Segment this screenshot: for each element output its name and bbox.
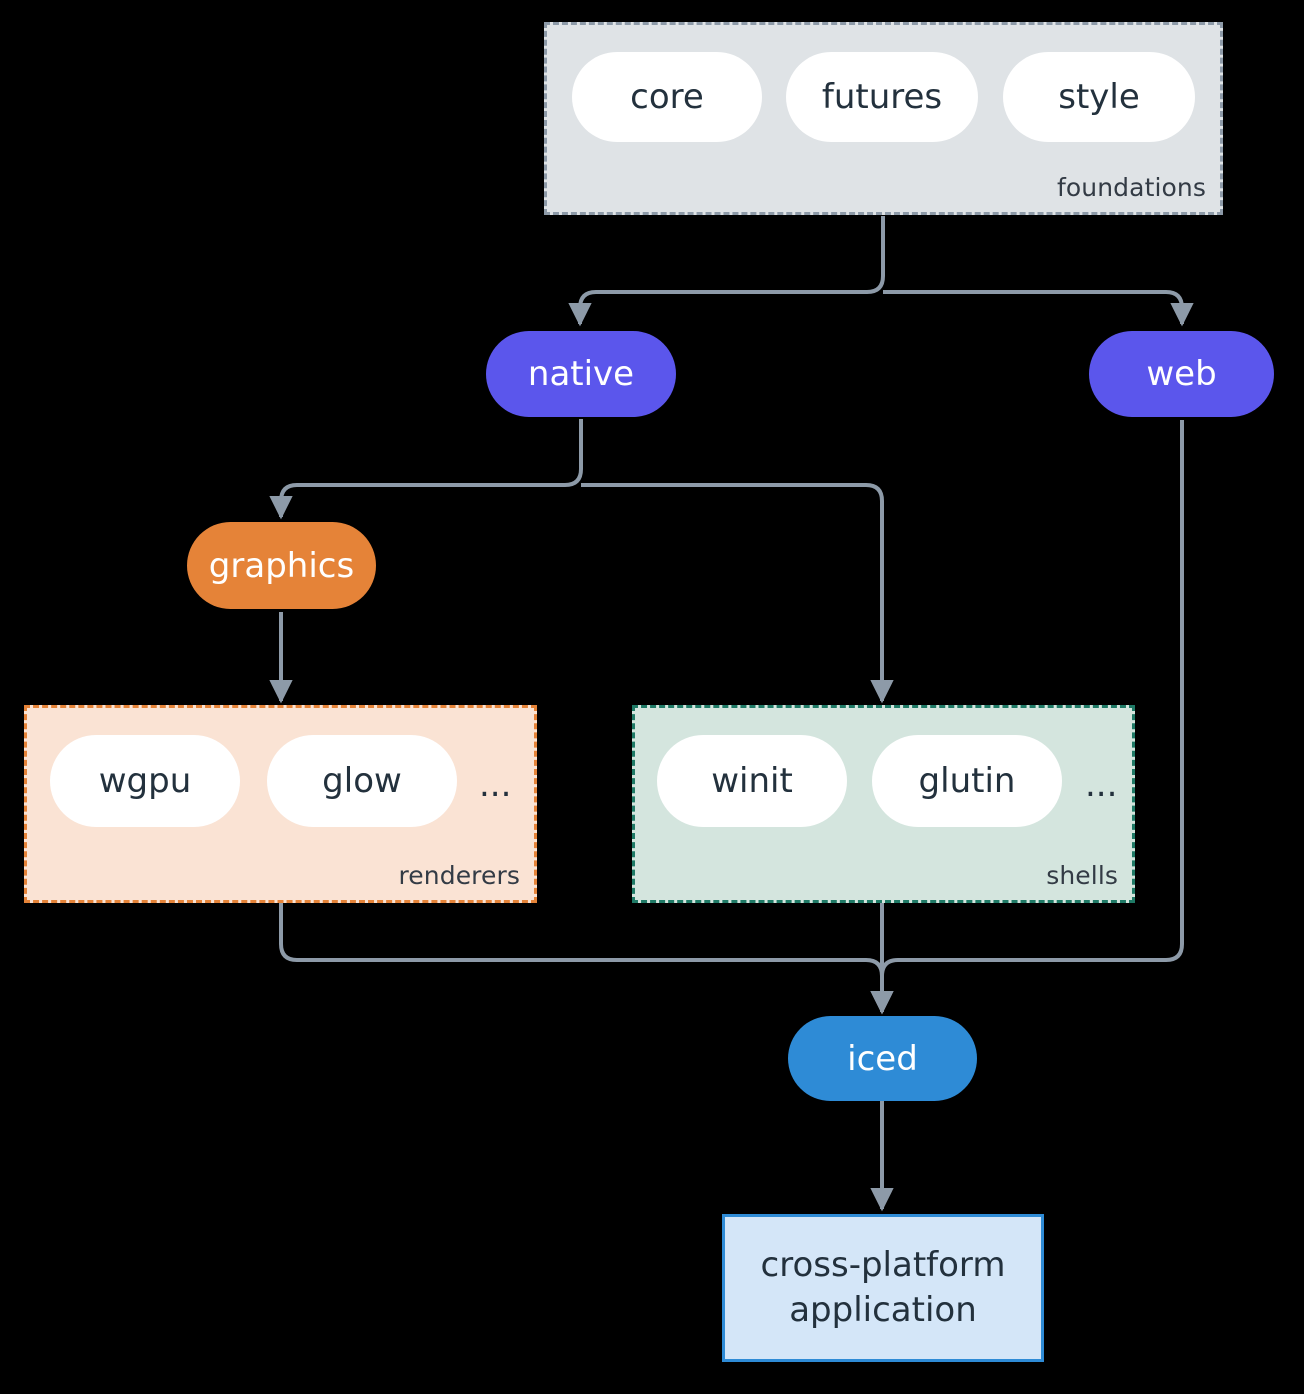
node-graphics-label: graphics — [208, 545, 355, 586]
node-iced[interactable]: iced — [788, 1016, 977, 1101]
node-glutin[interactable]: glutin — [872, 735, 1062, 827]
node-wgpu[interactable]: wgpu — [50, 735, 240, 827]
node-native[interactable]: native — [486, 331, 676, 417]
node-iced-label: iced — [847, 1038, 918, 1079]
node-core[interactable]: core — [572, 52, 762, 142]
edge-renderers-iced — [279, 903, 894, 1015]
shells-more-ellipsis: ... — [1085, 765, 1118, 805]
edge-native-graphics — [269, 419, 583, 520]
node-graphics[interactable]: graphics — [187, 522, 376, 609]
group-label-foundations: foundations — [1057, 173, 1206, 202]
node-glow-label: glow — [322, 761, 402, 801]
group-label-renderers: renderers — [398, 861, 520, 890]
application-line-2: application — [789, 1290, 977, 1330]
node-glutin-label: glutin — [918, 761, 1016, 801]
group-label-shells: shells — [1046, 861, 1118, 890]
application-line-1: cross-platform — [760, 1245, 1006, 1286]
edge-native-shells — [581, 483, 894, 704]
node-glow[interactable]: glow — [267, 735, 457, 827]
edge-foundations-native — [568, 216, 885, 327]
node-style-label: style — [1058, 77, 1140, 117]
node-futures-label: futures — [821, 77, 943, 117]
node-style[interactable]: style — [1003, 52, 1195, 142]
node-native-label: native — [527, 354, 635, 394]
node-winit-label: winit — [711, 761, 793, 801]
node-web-label: web — [1146, 354, 1217, 394]
node-web[interactable]: web — [1089, 331, 1274, 417]
node-core-label: core — [630, 77, 704, 117]
node-futures[interactable]: futures — [786, 52, 978, 142]
renderers-more-ellipsis: ... — [479, 765, 512, 805]
edge-foundations-web — [883, 290, 1194, 327]
node-wgpu-label: wgpu — [98, 761, 192, 801]
node-application[interactable]: cross-platform application — [722, 1214, 1044, 1362]
node-winit[interactable]: winit — [657, 735, 847, 827]
